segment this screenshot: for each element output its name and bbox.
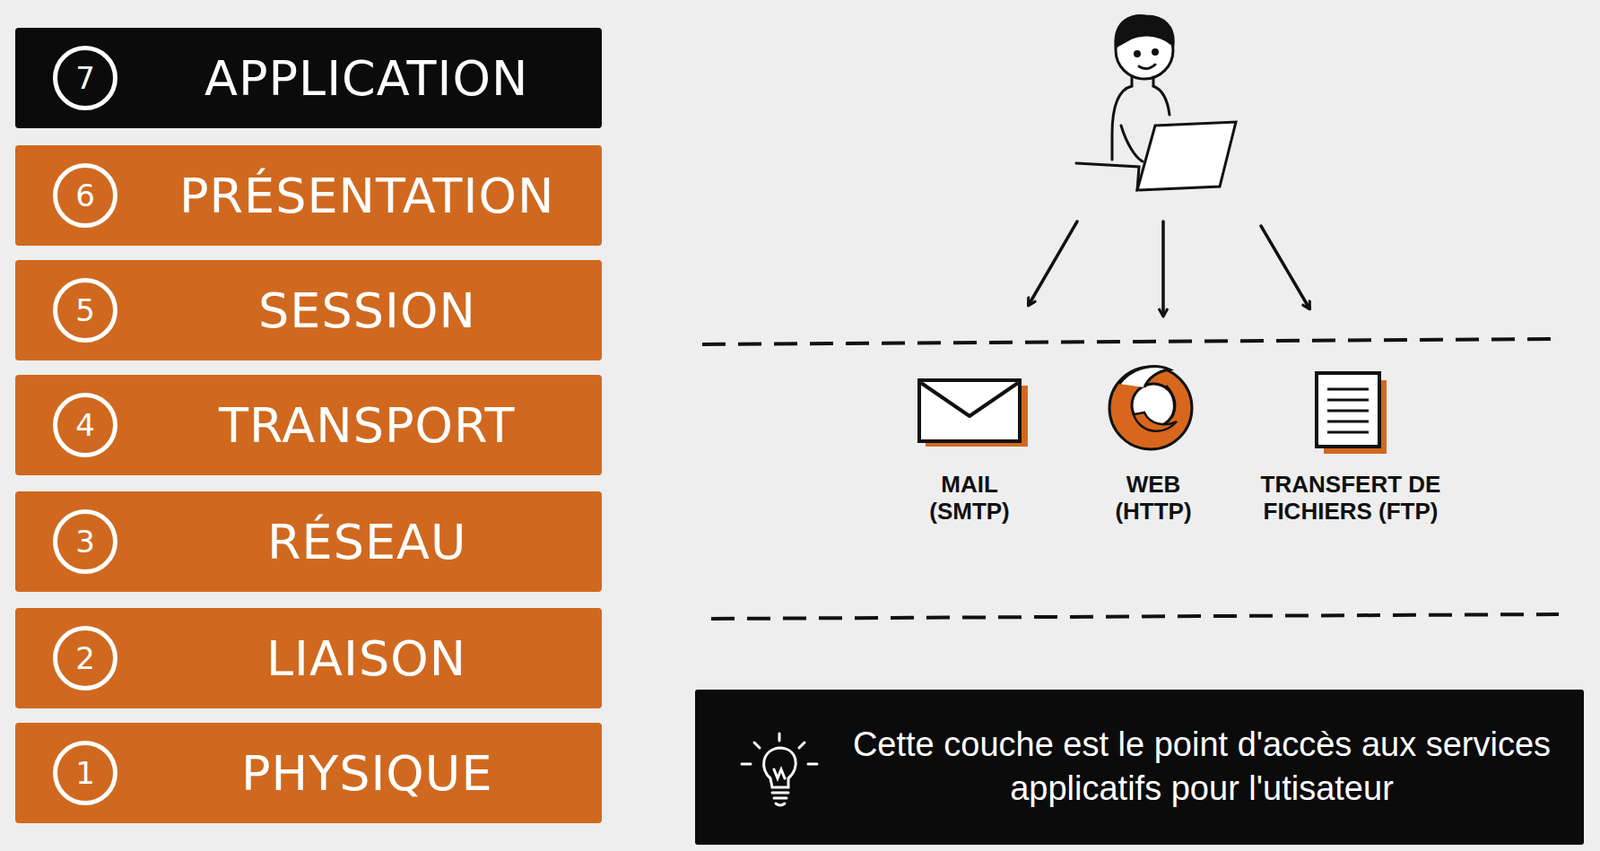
layer-number: 4	[57, 397, 114, 453]
layer-number-circle: 2	[52, 626, 118, 691]
layer-number: 3	[57, 513, 114, 570]
layer-number-circle: 1	[52, 740, 118, 806]
file-icon	[1316, 373, 1387, 454]
layer-band: LIAISON 2	[15, 608, 602, 709]
dashed-divider	[711, 614, 1559, 619]
layer-name: TRANSPORT	[218, 397, 516, 454]
protocol-label: WEB (HTTP)	[1086, 471, 1221, 526]
arrows	[1028, 221, 1310, 316]
mail-icon	[919, 380, 1028, 447]
layer-number: 2	[57, 630, 114, 687]
layer-band: PHYSIQUE 1	[15, 722, 602, 824]
person-figure	[1076, 16, 1236, 191]
layer-band: PRÉSENTATION 6	[15, 145, 602, 246]
lightbulb-icon	[732, 730, 832, 811]
protocol-label: MAIL (SMTP)	[902, 471, 1037, 526]
layer-band: SESSION 5	[15, 260, 602, 361]
layer-name: APPLICATION	[204, 50, 529, 107]
note-text: Cette couche est le point d'accès aux se…	[843, 722, 1561, 812]
dashed-divider	[702, 339, 1559, 345]
layer-name: LIAISON	[266, 630, 467, 687]
layer-band: RÉSEAU 3	[15, 491, 602, 592]
layer-number-circle: 7	[52, 45, 118, 111]
layer-number-circle: 4	[52, 392, 118, 458]
layer-name: SESSION	[258, 282, 477, 340]
layer-number: 7	[57, 50, 114, 106]
layer-name: PHYSIQUE	[241, 745, 494, 802]
layer-number: 1	[57, 745, 114, 801]
layer-number: 5	[57, 282, 114, 339]
browser-icon	[1109, 366, 1192, 450]
note-box: Cette couche est le point d'accès aux se…	[695, 689, 1584, 845]
layer-number: 6	[57, 167, 114, 224]
layer-number-circle: 5	[52, 278, 118, 343]
layer-band: TRANSPORT 4	[15, 374, 602, 476]
protocol-label: TRANSFERT DE FICHIERS (FTP)	[1254, 471, 1448, 526]
layer-band: APPLICATION 7	[15, 27, 602, 129]
layer-number-circle: 3	[52, 509, 118, 574]
layer-number-circle: 6	[52, 163, 118, 228]
layer-name: PRÉSENTATION	[179, 167, 555, 225]
layer-name: RÉSEAU	[267, 513, 468, 571]
